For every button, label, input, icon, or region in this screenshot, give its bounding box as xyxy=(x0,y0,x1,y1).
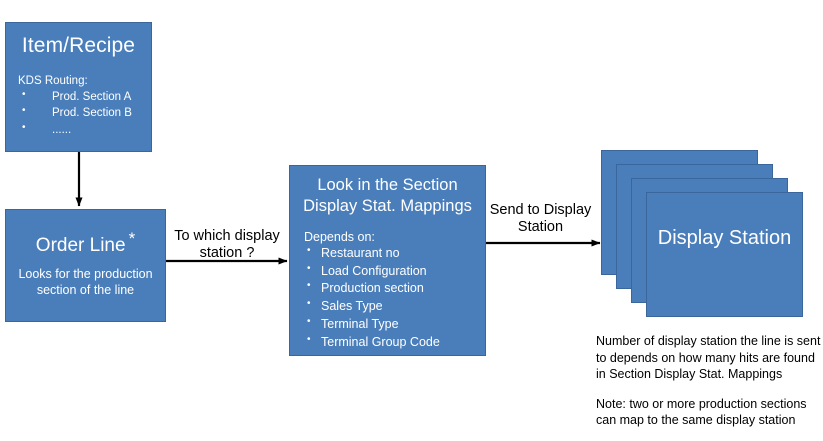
item-recipe-bullet-list: Prod. Section A Prod. Section B ...... xyxy=(6,88,151,139)
node-item-recipe[interactable]: Item/Recipe KDS Routing: Prod. Section A… xyxy=(5,22,152,152)
edge-label-send-to-display-station: Send to Display Station xyxy=(489,202,592,236)
list-item: Restaurant no xyxy=(304,244,485,263)
display-station-card-front[interactable]: Display Station xyxy=(646,192,803,317)
mappings-list-label: Depends on: xyxy=(304,229,375,244)
edge-label-to-which-display-station: To which display station ? xyxy=(174,228,280,262)
list-item: Load Configuration xyxy=(304,262,485,281)
mappings-bullet-list: Restaurant no Load Configuration Product… xyxy=(290,244,485,352)
list-item: Terminal Type xyxy=(304,315,485,334)
list-item: Production section xyxy=(304,279,485,298)
mappings-title: Look in the Section Display Stat. Mappin… xyxy=(303,176,472,216)
item-recipe-list-label: KDS Routing: xyxy=(18,74,88,87)
node-order-line[interactable]: Order Line* Looks for the production sec… xyxy=(5,209,166,322)
list-item: Sales Type xyxy=(304,297,485,316)
asterisk-marker: * xyxy=(128,228,136,248)
order-line-title: Order Line* xyxy=(6,230,165,257)
node-section-display-stat-mappings[interactable]: Look in the Section Display Stat. Mappin… xyxy=(289,165,486,356)
order-line-title-text: Order Line xyxy=(35,235,126,256)
notes-block: Number of display station the line is se… xyxy=(596,333,821,429)
note-text-hits: Number of display station the line is se… xyxy=(596,334,821,381)
list-item: Prod. Section A xyxy=(18,88,151,106)
node-display-station-stack[interactable]: Display Station xyxy=(601,150,803,318)
display-station-title: Display Station xyxy=(657,227,792,249)
item-recipe-title: Item/Recipe xyxy=(21,34,136,57)
list-item: ...... xyxy=(18,121,151,139)
list-item: Prod. Section B xyxy=(18,104,151,122)
order-line-subtitle: Looks for the production section of the … xyxy=(18,267,153,297)
list-item: Terminal Group Code xyxy=(304,333,485,352)
note-text-mapping: Note: two or more production sections ca… xyxy=(596,396,807,428)
